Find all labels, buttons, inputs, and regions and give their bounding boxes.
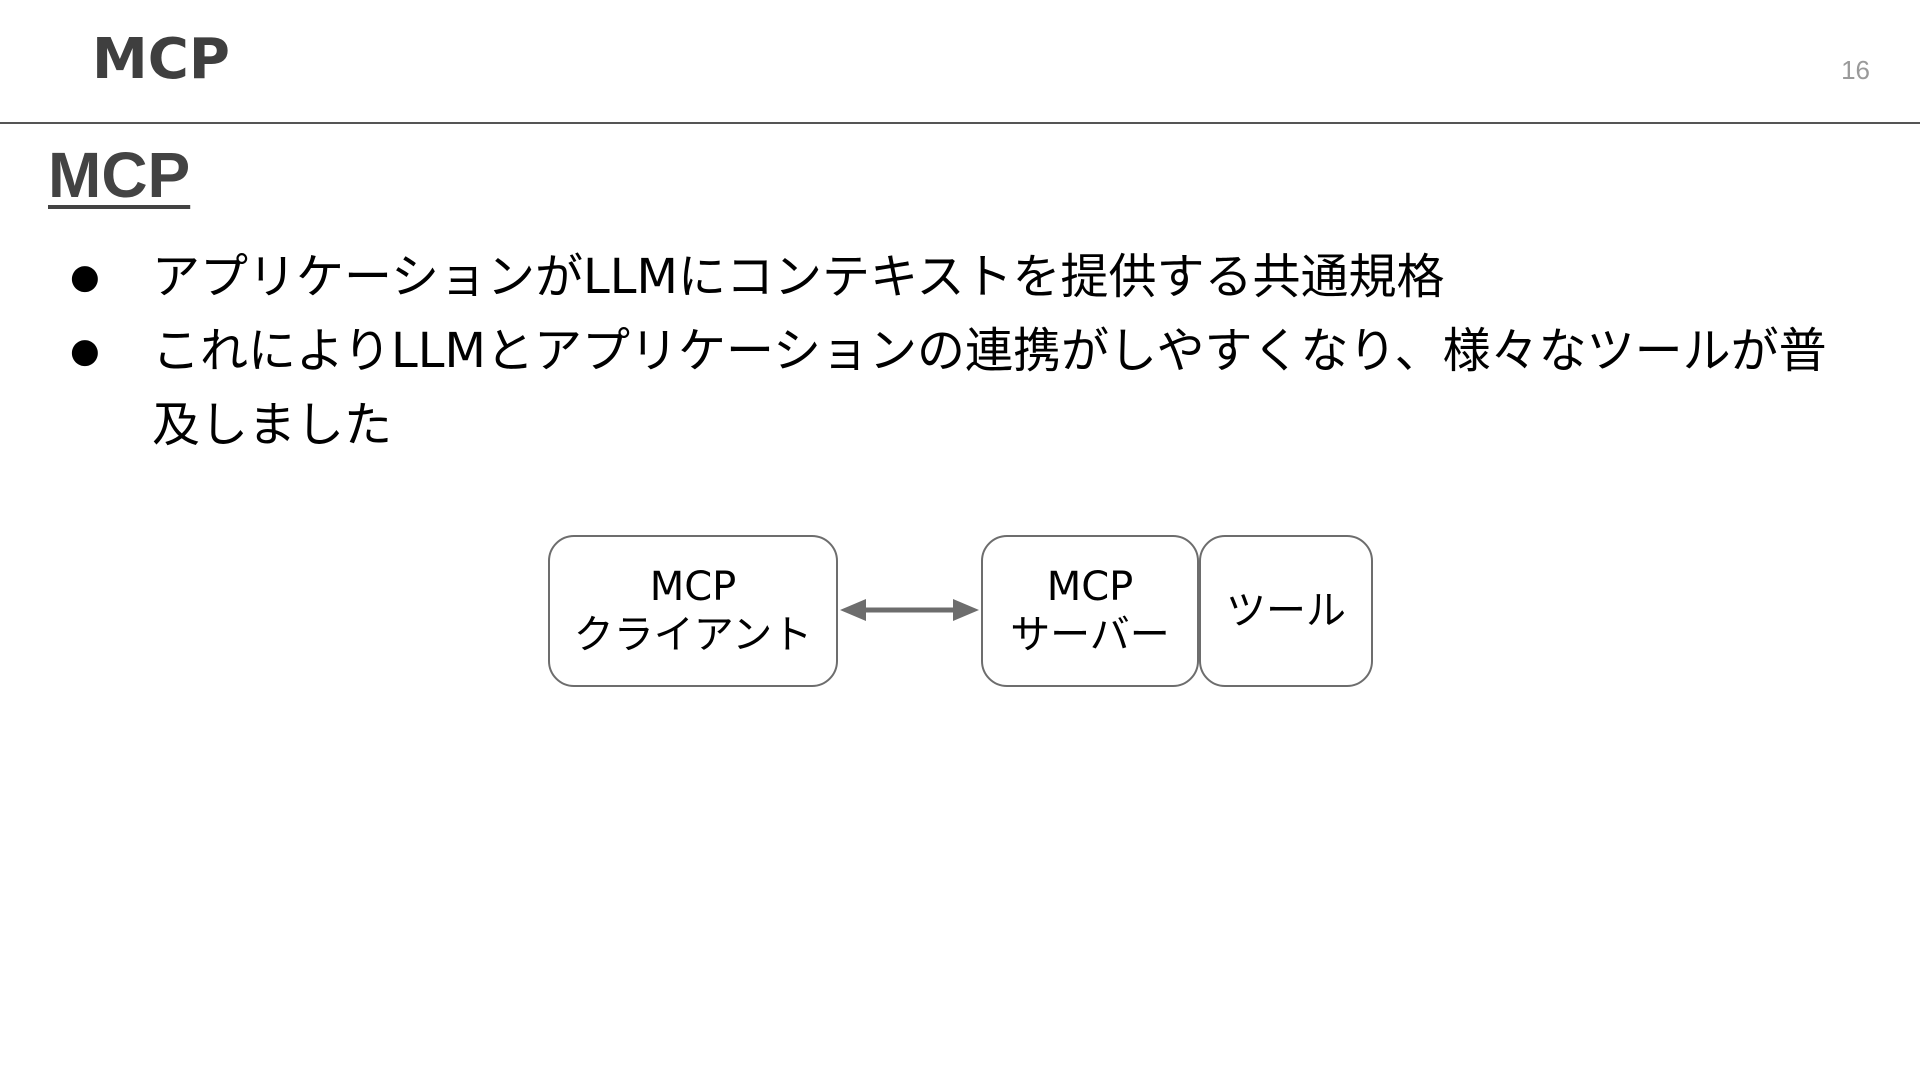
slide-title: MCP [92,27,230,92]
client-label-line2: クライアント [573,612,813,658]
bullet-text: アプリケーションがLLMにコンテキストを提供する共通規格 [152,249,1445,305]
client-label-line1: MCP [649,564,737,610]
tool-label: ツール [1226,588,1346,634]
bullet-marker: ● [70,331,100,371]
bullet-text: これによりLLMとアプリケーションの連携がしやすくなり、様々なツールが普及しまし… [152,323,1827,453]
bidirectional-arrow [840,599,979,621]
page-number: 16 [1841,55,1870,85]
server-label-line2: サーバー [1010,612,1170,658]
header-divider [0,122,1920,124]
mcp-server-node: MCP サーバー [981,535,1199,687]
bullet-item: ● アプリケーションがLLMにコンテキストを提供する共通規格 [70,240,1850,314]
mcp-client-node: MCP クライアント [548,535,838,687]
bullet-item: ● これによりLLMとアプリケーションの連携がしやすくなり、様々なツールが普及し… [70,314,1850,462]
bullet-list: ● アプリケーションがLLMにコンテキストを提供する共通規格 ● これによりLL… [70,240,1850,462]
server-label-line1: MCP [1046,564,1134,610]
bullet-marker: ● [70,257,100,297]
section-heading: MCP [48,139,191,211]
tool-node: ツール [1199,535,1373,687]
